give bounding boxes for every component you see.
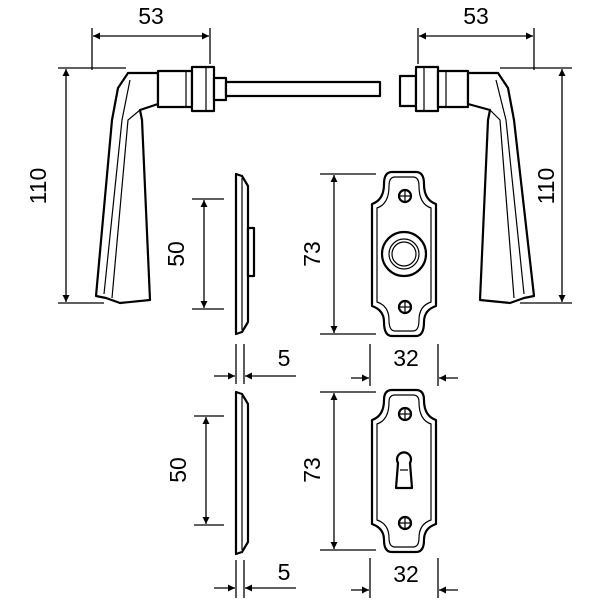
top-rose-side-height-label: 50 — [163, 241, 189, 267]
bottom-rose-upper-screw — [397, 406, 413, 422]
bottom-rose-front-height-dim: 73 — [299, 391, 376, 551]
bottom-rose-side-height-label: 50 — [165, 457, 191, 483]
left-lever-height-dim: 110 — [25, 67, 126, 304]
left-lever-height-label: 110 — [25, 168, 51, 205]
top-rose-lower-screw — [397, 299, 413, 315]
right-lever-height-dim: 110 — [500, 67, 572, 304]
top-rose-front-view — [370, 170, 438, 338]
top-rose-width-dim: 32 — [351, 344, 458, 386]
bottom-rose-front-height-label: 73 — [299, 457, 325, 483]
keyhole-icon — [394, 451, 414, 490]
top-rose-front-height-dim: 73 — [299, 173, 376, 335]
bottom-rose-width-label: 32 — [393, 561, 419, 587]
left-lever-handle — [94, 65, 228, 305]
bottom-rose-width-dim: 32 — [351, 558, 458, 598]
top-rose-side-height-dim: 50 — [163, 198, 224, 310]
top-rose-side-view — [234, 172, 256, 336]
right-lever-height-label: 110 — [533, 168, 559, 205]
top-rose-width-label: 32 — [393, 345, 419, 371]
top-rose-upper-screw — [397, 188, 413, 204]
right-lever-width-dim: 53 — [417, 3, 535, 70]
bottom-rose-lower-screw — [397, 515, 413, 531]
bottom-rose-side-height-dim: 50 — [165, 415, 224, 526]
top-rose-thickness-dim: 5 — [214, 344, 296, 384]
left-lever-width-dim: 53 — [91, 3, 211, 70]
bottom-rose-thickness-label: 5 — [278, 559, 291, 585]
bottom-rose-side-view — [234, 390, 250, 556]
spindle — [224, 80, 382, 98]
top-rose-front-height-label: 73 — [299, 241, 325, 267]
right-lever-width-label: 53 — [463, 3, 489, 29]
left-lever-width-label: 53 — [138, 3, 164, 29]
top-rose-thickness-label: 5 — [278, 345, 291, 371]
right-lever-handle — [398, 65, 536, 305]
bottom-rose-thickness-dim: 5 — [214, 559, 296, 598]
